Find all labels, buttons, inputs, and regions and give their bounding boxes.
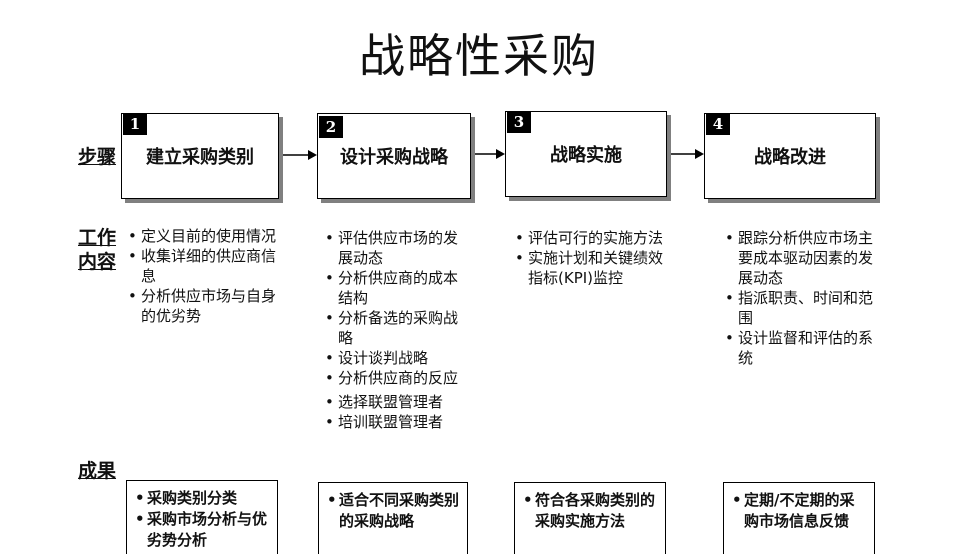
row-label-work-line1: 工作 [78, 227, 117, 249]
work-list-step-3: 评估可行的实施方法 实施计划和关键绩效指标(KPI)监控 [515, 228, 667, 288]
work-item: 跟踪分析供应市场主要成本驱动因素的发展动态 [725, 228, 877, 288]
step-1-label: 建立采购类别 [146, 147, 254, 168]
step-4-label: 战略改进 [754, 147, 826, 168]
work-item: 选择联盟管理者 [325, 392, 461, 412]
step-4-box: 战略改进 [704, 113, 876, 199]
work-list-step-1: 定义目前的使用情况 收集详细的供应商信息 分析供应市场与自身的优劣势 [128, 226, 278, 326]
row-label-results: 成果 [78, 460, 117, 482]
result-item: 符合各采购类别的采购实施方法 [523, 490, 659, 532]
result-item: 采购市场分析与优劣势分析 [135, 509, 271, 551]
work-item: 设计监督和评估的系统 [725, 328, 877, 368]
work-item: 评估可行的实施方法 [515, 228, 667, 248]
result-box-step-1: 采购类别分类 采购市场分析与优劣势分析 [126, 480, 278, 554]
step-3-box: 战略实施 [505, 111, 667, 197]
work-item: 定义目前的使用情况 [128, 226, 278, 246]
result-box-step-3: 符合各采购类别的采购实施方法 [514, 482, 666, 554]
work-item: 指派职责、时间和范围 [725, 288, 877, 328]
work-item: 分析供应市场与自身的优劣势 [128, 286, 278, 326]
arrow-step1-to-step2 [283, 150, 317, 160]
work-item: 收集详细的供应商信息 [128, 246, 278, 286]
row-label-steps: 步骤 [78, 146, 117, 168]
page-title: 战略性采购 [359, 29, 599, 83]
work-list-step-2: 评估供应市场的发展动态 分析供应商的成本结构 分析备选的采购战略 设计谈判战略 … [325, 228, 461, 432]
work-item: 设计谈判战略 [325, 348, 461, 368]
result-item: 适合不同采购类别的采购战略 [327, 490, 461, 532]
step-1-number: 1 [123, 113, 147, 135]
step-3-number: 3 [507, 111, 531, 133]
work-item: 分析供应商的成本结构 [325, 268, 461, 308]
row-label-work: 工作 内容 [78, 226, 116, 274]
row-label-work-line2: 内容 [78, 251, 117, 273]
arrow-step2-to-step3 [475, 149, 505, 159]
step-2-number: 2 [319, 116, 343, 138]
result-item: 定期/不定期的采购市场信息反馈 [732, 490, 868, 532]
result-box-step-2: 适合不同采购类别的采购战略 [318, 482, 468, 554]
step-3-label: 战略实施 [550, 145, 622, 166]
arrow-step3-to-step4 [671, 149, 704, 159]
result-box-step-4: 定期/不定期的采购市场信息反馈 [723, 482, 875, 554]
step-2-label: 设计采购战略 [340, 147, 448, 168]
work-list-step-4: 跟踪分析供应市场主要成本驱动因素的发展动态 指派职责、时间和范围 设计监督和评估… [725, 228, 877, 368]
work-item: 培训联盟管理者 [325, 412, 461, 432]
step-4-number: 4 [706, 113, 730, 135]
work-item: 实施计划和关键绩效指标(KPI)监控 [515, 248, 667, 288]
work-item: 分析备选的采购战略 [325, 308, 461, 348]
result-item: 采购类别分类 [135, 488, 271, 509]
work-item: 分析供应商的反应 [325, 368, 461, 388]
work-item: 评估供应市场的发展动态 [325, 228, 461, 268]
step-1-box: 建立采购类别 [121, 113, 279, 199]
